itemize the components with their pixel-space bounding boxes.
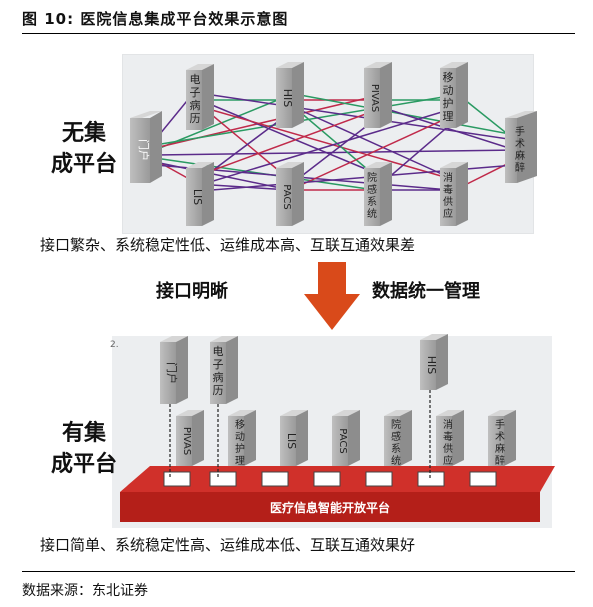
top-box-mobile: [440, 62, 468, 128]
bottom-label-infection-3: 系: [391, 443, 401, 455]
top-label-surgery-2: 术: [515, 138, 525, 150]
bottom-label-emr-3: 病: [213, 370, 224, 384]
footer-rule: [22, 571, 575, 572]
bottom-side-label-line2: 成平台: [50, 452, 117, 477]
bottom-label-supply-1: 消: [443, 418, 453, 431]
top-box-infection: [364, 162, 392, 226]
top-label-emr-2: 子: [190, 86, 201, 99]
top-label-mobile-1: 移: [443, 71, 454, 84]
title-rule: [22, 33, 575, 34]
bottom-label-infection-2: 感: [391, 430, 401, 443]
bottom-box-his: HIS: [420, 334, 448, 390]
top-box-supply: [440, 162, 468, 226]
top-label-pacs: PACS: [281, 184, 292, 209]
bottom-label-infection-4: 统: [391, 454, 401, 467]
top-box-lis: LIS: [186, 162, 214, 226]
top-label-pivas: PIVAS: [369, 84, 380, 112]
bottom-label-supply-3: 供: [443, 442, 453, 455]
top-label-mobile-4: 理: [443, 110, 454, 123]
top-label-infection-2: 感: [367, 183, 377, 196]
corner-mark: 2.: [110, 340, 119, 350]
bottom-label-emr-2: 子: [213, 358, 224, 371]
bottom-box-pivas: PIVAS: [176, 410, 204, 466]
bottom-label-emr-4: 历: [213, 384, 224, 397]
tangled-connections: [154, 84, 516, 191]
top-box-surgery: [505, 111, 537, 183]
middle-left-text: 接口明晰: [156, 281, 228, 302]
bottom-box-lis: LIS: [280, 410, 308, 466]
bottom-label-mobile-4: 理: [235, 455, 245, 467]
top-caption: 接口繁杂、系统稳定性低、运维成本高、互联互通效果差: [40, 236, 416, 254]
top-label-infection-3: 系: [367, 196, 377, 208]
bottom-box-mobile: [228, 410, 256, 466]
bottom-label-surgery-2: 术: [495, 431, 505, 443]
bottom-label-surgery-1: 手: [495, 418, 505, 431]
top-box-emr: [186, 64, 214, 130]
platform-label: 医疗信息智能开放平台: [270, 500, 390, 515]
figure-title: 图 10: 医院信息集成平台效果示意图: [22, 10, 289, 28]
bottom-box-pacs: PACS: [332, 410, 360, 466]
down-arrow: [304, 262, 360, 330]
top-label-supply-1: 消: [443, 171, 453, 184]
bottom-label-lis: LIS: [285, 433, 298, 449]
bottom-side-label-line1: 有集: [61, 421, 106, 446]
top-label-menhu: 门户: [137, 139, 151, 161]
middle-right-text: 数据统一管理: [372, 281, 480, 302]
platform: 医疗信息智能开放平台: [120, 466, 555, 522]
top-label-emr-3: 病: [190, 98, 201, 112]
top-label-supply-2: 毒: [443, 183, 453, 196]
source-note: 数据来源：东北证券: [22, 583, 148, 599]
top-label-mobile-3: 护: [443, 96, 454, 110]
bottom-label-mobile-1: 移: [235, 418, 245, 431]
bottom-side-label: 有集 成平台: [44, 418, 124, 480]
bottom-label-surgery-3: 麻: [495, 442, 505, 455]
top-side-label-line2: 成平台: [50, 152, 117, 177]
bottom-label-pacs: PACS: [337, 428, 348, 453]
bottom-caption: 接口简单、系统稳定性高、运维成本低、互联互通效果好: [40, 536, 416, 554]
top-box-pacs: PACS: [276, 162, 304, 226]
bottom-label-menhu: 门户: [165, 362, 179, 384]
top-label-his: HIS: [281, 89, 294, 108]
top-label-emr-1: 电: [190, 73, 201, 86]
top-label-lis: LIS: [191, 189, 204, 205]
top-side-label-line1: 无集: [61, 121, 106, 146]
bottom-label-surgery-4: 醉: [495, 454, 505, 467]
bottom-label-supply-4: 应: [443, 454, 453, 467]
bottom-box-infection: [384, 410, 412, 466]
bottom-label-emr-1: 电: [213, 345, 224, 358]
top-box-his: HIS: [276, 62, 304, 128]
bottom-label-supply-2: 毒: [443, 430, 453, 443]
bottom-label-mobile-2: 动: [235, 431, 245, 443]
top-label-infection-1: 院: [367, 171, 377, 184]
top-label-surgery-3: 麻: [515, 149, 525, 162]
bottom-label-infection-1: 院: [391, 418, 401, 431]
bottom-box-supply: [436, 410, 464, 466]
top-label-surgery-4: 醉: [515, 161, 525, 174]
top-label-supply-4: 应: [443, 207, 453, 220]
bottom-label-his: HIS: [425, 356, 438, 375]
bottom-label-pivas: PIVAS: [181, 427, 192, 455]
bottom-label-mobile-3: 护: [235, 442, 245, 455]
bottom-box-menhu: 门户: [160, 336, 188, 404]
top-label-supply-3: 供: [443, 195, 453, 208]
dashed-connectors: [169, 390, 431, 478]
top-side-label: 无集 成平台: [44, 118, 124, 180]
top-box-pivas: PIVAS: [364, 62, 392, 128]
top-label-infection-4: 统: [367, 207, 377, 220]
bottom-box-emr: [210, 336, 238, 404]
bottom-box-surgery: [488, 410, 516, 466]
top-label-mobile-2: 动: [443, 84, 454, 97]
top-label-surgery-1: 手: [515, 125, 525, 138]
top-label-emr-4: 历: [190, 112, 201, 125]
top-box-menhu: 门户: [130, 111, 162, 183]
